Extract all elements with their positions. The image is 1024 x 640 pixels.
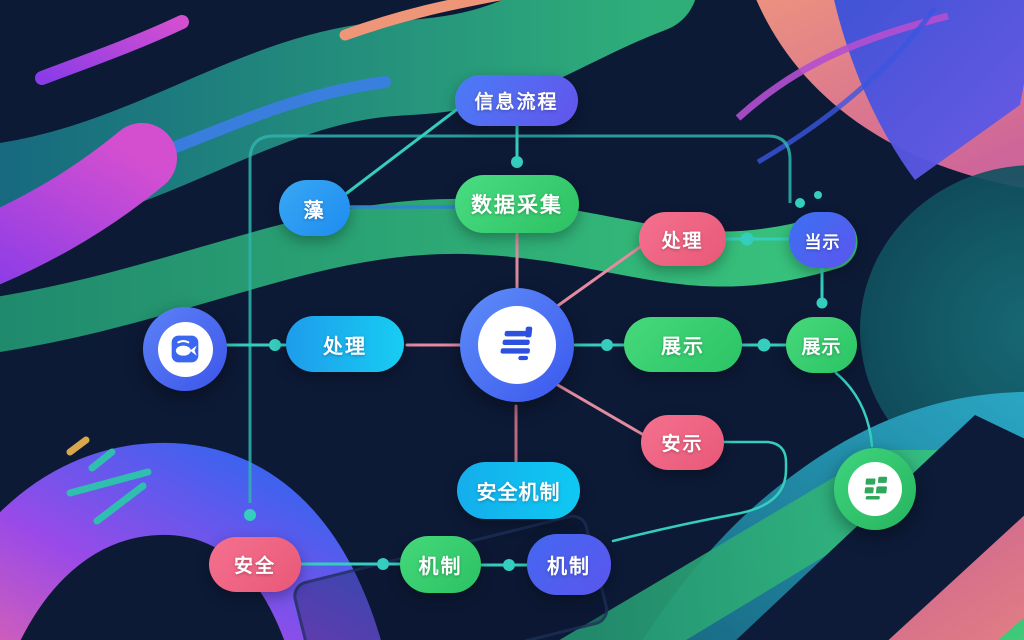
node-zao: 藻 — [279, 180, 350, 236]
dot — [601, 339, 613, 351]
dot — [511, 156, 523, 168]
node-label: 机制 — [547, 554, 591, 578]
dot — [757, 338, 771, 352]
node-label: 处理 — [323, 333, 367, 358]
dot — [503, 559, 515, 571]
node-security: 安全机制 — [457, 462, 580, 519]
node-process-left: 处理 — [286, 316, 404, 372]
app-square-icon — [171, 335, 199, 363]
green-stack-icon — [864, 476, 888, 500]
node-label: 安全机制 — [476, 480, 561, 504]
dash-teal — [88, 448, 116, 472]
connector-lines — [225, 102, 874, 567]
dot — [244, 509, 256, 521]
node-label: 当示 — [804, 232, 841, 253]
connector-dots — [244, 156, 828, 571]
node-label: 信息流程 — [474, 91, 559, 113]
connector-secure-mech-blue — [611, 440, 788, 543]
stacked-bars-icon — [500, 326, 533, 361]
dash-teal — [66, 468, 152, 497]
node-label: 展示 — [661, 334, 705, 358]
node-label: 安示 — [661, 433, 704, 455]
node-label: 安全 — [233, 555, 276, 577]
hub-inner-disc — [478, 306, 556, 384]
node-process-top: 处理 — [639, 212, 726, 266]
node-display-mid: 展示 — [624, 317, 742, 372]
node-label: 处理 — [661, 229, 704, 252]
connector-display-green-circle — [834, 371, 874, 448]
node-label: 数据采集 — [471, 193, 563, 217]
connector-info-zao — [345, 102, 466, 195]
green-inner-disc — [848, 462, 902, 516]
border-frame-line — [248, 134, 792, 503]
dash-teal — [93, 482, 147, 525]
dot — [795, 198, 805, 208]
node-green-stack — [834, 448, 916, 530]
connector-hub-secure-mid — [554, 382, 644, 436]
node-safety-bottom: 安全 — [209, 537, 301, 592]
node-label: 藻 — [303, 197, 326, 222]
node-label: 展示 — [801, 335, 842, 358]
dot — [377, 558, 389, 570]
app-inner-disc — [157, 321, 213, 377]
node-hub — [460, 288, 574, 402]
node-mechanism-green: 机制 — [400, 536, 481, 593]
dot — [816, 297, 828, 309]
dot — [269, 339, 281, 351]
node-data-collect: 数据采集 — [455, 175, 579, 233]
node-info-flow: 信息流程 — [455, 75, 578, 126]
dot — [814, 191, 822, 199]
node-app-icon — [143, 307, 227, 391]
dash-yellow — [66, 436, 90, 456]
node-display-right: 展示 — [786, 317, 857, 373]
node-mechanism-blue: 机制 — [527, 534, 611, 595]
dot — [740, 232, 754, 246]
connector-hub-process-top — [554, 245, 642, 309]
node-display-top: 当示 — [789, 212, 856, 268]
node-secure-mid: 安示 — [641, 415, 724, 470]
ribbon-top-right — [735, 0, 1024, 189]
node-label: 机制 — [418, 554, 463, 578]
